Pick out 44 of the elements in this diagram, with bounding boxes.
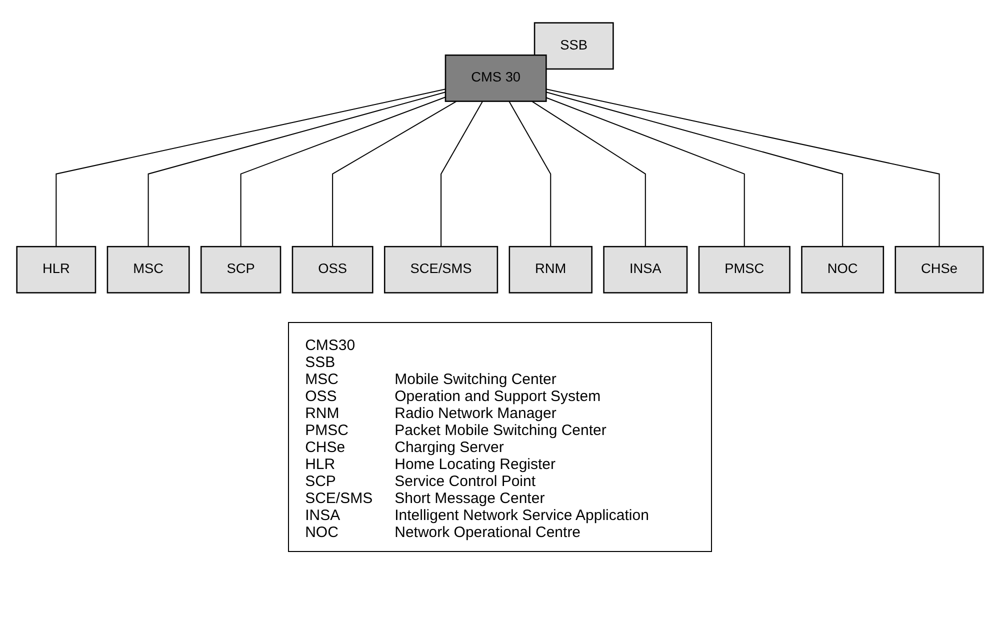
- abbreviation-text: SCE/SMS: [305, 490, 374, 507]
- definition-text: Radio Network Manager: [394, 405, 558, 422]
- connector: [532, 101, 646, 247]
- definition-text: Home Locating Register: [394, 456, 557, 473]
- connector: [240, 96, 446, 247]
- node-box: SCP: [200, 246, 282, 294]
- connector: [546, 92, 844, 247]
- definition-text: Network Operational Centre: [394, 524, 582, 541]
- definition-text: Charging Server: [394, 439, 505, 456]
- node-box: HLR: [16, 246, 96, 294]
- abbreviation-text: MSC: [305, 371, 340, 388]
- node-box: SCE/SMS: [384, 246, 498, 294]
- abbreviation-text: RNM: [305, 405, 340, 422]
- connector: [546, 88, 940, 247]
- definition-text: Mobile Switching Center: [394, 371, 558, 388]
- node-box: CHSe: [894, 246, 984, 294]
- node-box: PMSC: [698, 246, 790, 294]
- abbreviation-text: PMSC: [305, 422, 350, 439]
- connector: [56, 88, 446, 247]
- abbreviation-text: NOC: [305, 524, 340, 541]
- definition-text: Intelligent Network Service Application: [394, 507, 650, 524]
- node-box: CMS 30: [444, 54, 547, 102]
- abbreviation-text: CMS30: [305, 337, 356, 354]
- abbreviation-text: CHSe: [305, 439, 346, 456]
- abbreviation-text: OSS: [305, 388, 338, 405]
- connector: [332, 101, 457, 247]
- connector: [508, 101, 552, 247]
- node-box: RNM: [508, 246, 592, 294]
- connector: [440, 101, 484, 247]
- definition-text: Short Message Center: [394, 490, 546, 507]
- node-box: OSS: [292, 246, 374, 294]
- node-box: NOC: [801, 246, 884, 294]
- connector: [546, 97, 745, 247]
- node-box: SSB: [534, 22, 614, 70]
- definition-text: Operation and Support System: [394, 388, 602, 405]
- connector: [148, 92, 446, 247]
- abbreviation-text: SCP: [305, 473, 337, 490]
- node-box: MSC: [106, 246, 190, 294]
- definition-text: Service Control Point: [394, 473, 537, 490]
- abbreviation-text: SSB: [305, 354, 336, 371]
- abbreviation-text: INSA: [305, 507, 342, 524]
- node-box: INSA: [603, 246, 688, 294]
- definition-text: Packet Mobile Switching Center: [394, 422, 608, 439]
- abbreviation-text: HLR: [305, 456, 336, 473]
